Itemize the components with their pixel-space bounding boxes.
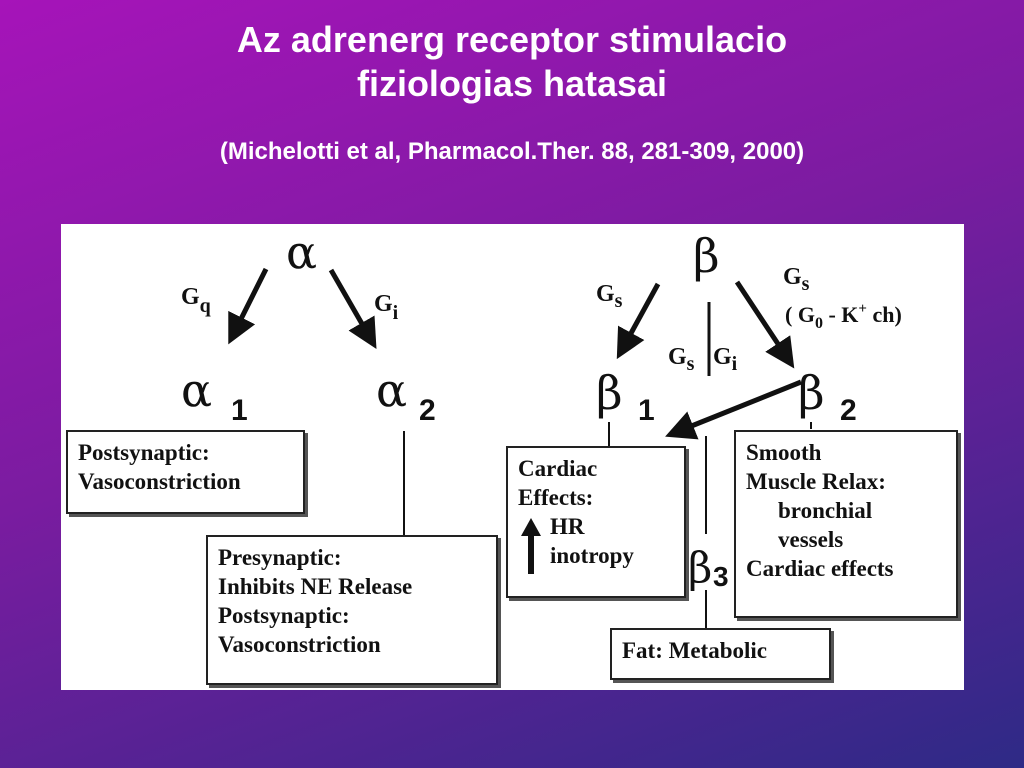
beta2-line-1: Smooth [746,440,822,465]
beta3-symbol: β [688,543,712,592]
beta2-line-3: bronchial [778,498,873,523]
gs-middle-label: Gs [668,344,695,375]
beta1-effect-box: Cardiac Effects: HR inotropy [506,446,686,598]
alpha2-symbol: α [376,363,407,417]
gq-label: Gq [181,284,211,317]
beta2-line-5: Cardiac effects [746,556,894,581]
beta1-number: 1 [638,394,655,427]
gs-left-arrow [616,282,661,360]
beta2-effect-box: Smooth Muscle Relax: bronchial vessels C… [734,430,958,618]
gi-arrow [328,268,377,349]
beta1-line-4: inotropy [550,543,634,568]
beta3-number: 3 [713,561,729,592]
diagram-panel: α Gq Gi α 1 α 2 β Gs Gs Gi Gs ( G0 - K+ … [61,224,964,690]
alpha1-line-1: Postsynaptic: [78,440,210,465]
beta1-line-3: HR [550,514,585,539]
alpha2-line-1: Presynaptic: [218,545,342,570]
title-line-2: fiziologias hatasai [356,63,668,104]
increase-arrow-icon [521,518,541,574]
beta2-line-2: Muscle Relax: [746,469,886,494]
gs-right-arrow [734,280,795,369]
gs-left-label: Gs [596,281,623,312]
gs-right-label: Gs [783,264,810,295]
slide-title: Az adrenerg receptor stimulacio fiziolog… [0,18,1024,106]
beta-root-label: β [693,229,720,283]
beta2-number: 2 [840,394,857,427]
gq-arrow [228,267,269,345]
gi-label: Gi [374,291,399,324]
beta3-line-1: Fat: Metabolic [622,638,767,663]
receptor-diagram: α Gq Gi α 1 α 2 β Gs Gs Gi Gs ( G0 - K+ … [181,225,902,628]
beta2-line-4: vessels [778,527,844,552]
alpha2-line-2: Inhibits NE Release [218,574,413,599]
beta1-line-1: Cardiac [518,456,598,481]
alpha2-effect-box: Presynaptic: Inhibits NE Release Postsyn… [206,535,498,685]
alpha2-number: 2 [419,394,436,427]
beta1-line-2: Effects: [518,485,594,510]
title-line-1: Az adrenerg receptor stimulacio [236,19,788,60]
beta2-symbol: β [798,366,825,420]
beta3-effect-box: Fat: Metabolic [610,628,831,680]
alpha2-line-4: Vasoconstriction [218,632,381,657]
gi-middle-label: Gi [713,344,738,375]
go-k-channel-label: ( G0 - K+ ch) [785,301,902,332]
alpha1-symbol: α [181,363,212,417]
beta1-symbol: β [596,366,623,420]
alpha2-line-3: Postsynaptic: [218,603,350,628]
alpha1-line-2: Vasoconstriction [78,469,241,494]
beta2-to-beta1-arrow [665,379,802,440]
alpha1-number: 1 [231,394,248,427]
alpha-root-label: α [286,225,317,279]
alpha1-effect-box: Postsynaptic: Vasoconstriction [66,430,305,514]
citation: (Michelotti et al, Pharmacol.Ther. 88, 2… [219,138,805,165]
